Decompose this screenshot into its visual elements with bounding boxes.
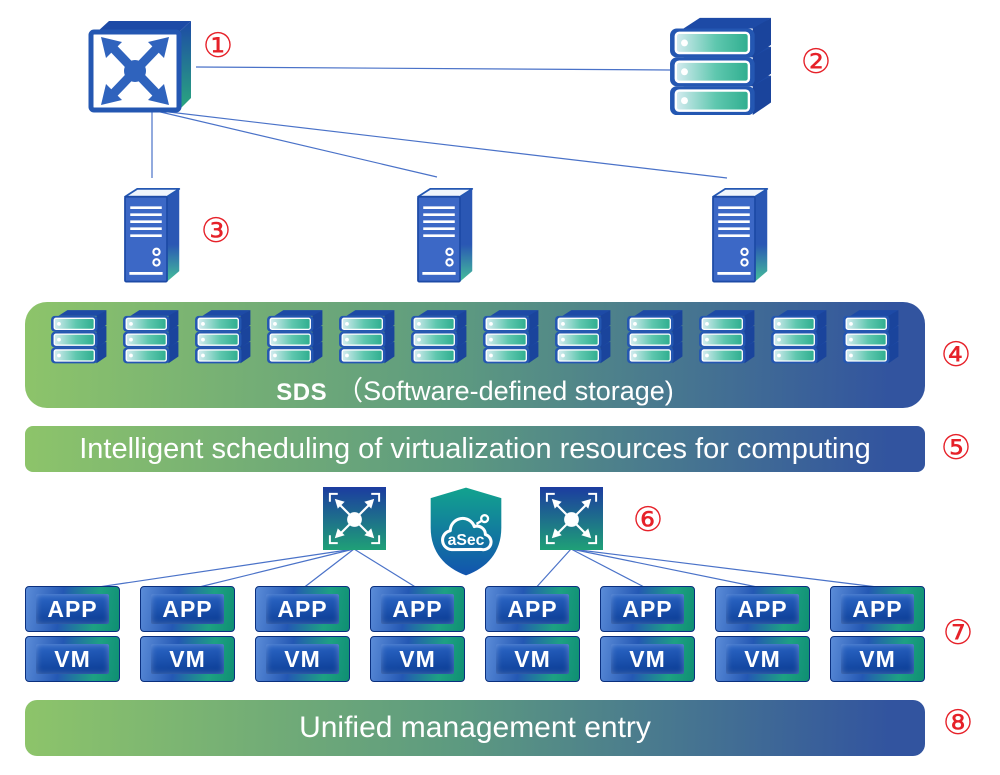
scheduling-banner: Intelligent scheduling of virtualization… xyxy=(25,426,925,472)
connector-line xyxy=(301,548,355,590)
sds-icon-row xyxy=(25,302,925,365)
sds-storage-stack-icon xyxy=(338,309,396,364)
sds-storage-stack-icon xyxy=(50,309,108,364)
connector-line xyxy=(570,548,763,589)
asec-security-shield-icon: aSec xyxy=(430,487,502,576)
server-tower-icon xyxy=(711,187,769,283)
marker-8: ⑧ xyxy=(942,704,974,742)
vm-box: VM xyxy=(255,636,350,682)
server-tower-icon xyxy=(123,187,181,283)
app-box: APP xyxy=(25,586,120,632)
connector-line xyxy=(532,548,572,592)
sds-storage-stack-icon xyxy=(194,309,252,364)
app-vm-stack: APP VM xyxy=(485,586,580,682)
marker-2: ② xyxy=(800,43,832,81)
server-tower-icon xyxy=(416,187,474,283)
app-box: APP xyxy=(255,586,350,632)
marker-6: ⑥ xyxy=(632,501,664,539)
connector-line xyxy=(353,548,418,589)
sds-storage-stack-icon xyxy=(266,309,324,364)
app-box: APP xyxy=(485,586,580,632)
app-vm-stack: APP VM xyxy=(600,586,695,682)
vm-label: VM xyxy=(36,644,109,674)
app-box: APP xyxy=(830,586,925,632)
app-label: APP xyxy=(496,594,569,624)
sds-caption-bold: SDS xyxy=(276,379,328,406)
app-label: APP xyxy=(266,594,339,624)
connector-line xyxy=(71,548,355,592)
vm-label: VM xyxy=(496,644,569,674)
vm-label: VM xyxy=(611,644,684,674)
app-vm-stack: APP VM xyxy=(25,586,120,682)
vm-box: VM xyxy=(600,636,695,682)
sds-banner: SDS （Software-defined storage) xyxy=(25,302,925,408)
connector-line xyxy=(570,548,649,590)
app-vm-stack: APP VM xyxy=(370,586,465,682)
vm-box: VM xyxy=(485,636,580,682)
connector-line xyxy=(195,66,671,71)
app-label: APP xyxy=(841,594,914,624)
sds-caption: SDS （Software-defined storage) xyxy=(25,369,925,408)
vm-label: VM xyxy=(726,644,799,674)
marker-5: ⑤ xyxy=(940,429,972,467)
connector-line xyxy=(186,548,355,591)
sds-storage-stack-icon xyxy=(698,309,756,364)
sds-storage-stack-icon xyxy=(410,309,468,364)
appvm-row: APP VM APP VM APP VM APP VM APP VM APP VM APP VM APP VM xyxy=(25,586,925,682)
app-label: APP xyxy=(151,594,224,624)
app-vm-stack: APP VM xyxy=(140,586,235,682)
app-box: APP xyxy=(600,586,695,632)
marker-3: ③ xyxy=(200,212,232,250)
app-label: APP xyxy=(381,594,454,624)
sds-storage-stack-icon xyxy=(554,309,612,364)
storage-stack-icon xyxy=(668,16,774,116)
sds-caption-rest: （Software-defined storage) xyxy=(336,376,674,406)
app-vm-stack: APP VM xyxy=(255,586,350,682)
vm-label: VM xyxy=(151,644,224,674)
app-vm-stack: APP VM xyxy=(830,586,925,682)
vm-box: VM xyxy=(715,636,810,682)
vm-box: VM xyxy=(370,636,465,682)
app-label: APP xyxy=(726,594,799,624)
app-box: APP xyxy=(715,586,810,632)
management-banner: Unified management entry xyxy=(25,700,925,756)
connector-line xyxy=(151,109,728,179)
vm-label: VM xyxy=(266,644,339,674)
shield-label: aSec xyxy=(448,532,485,549)
marker-4: ④ xyxy=(940,336,972,374)
sds-storage-stack-icon xyxy=(842,309,900,364)
cloud-outline-icon xyxy=(441,516,493,552)
sds-storage-stack-icon xyxy=(626,309,684,364)
virtual-switch-icon xyxy=(323,487,386,550)
connector-line xyxy=(570,548,878,588)
marker-7: ⑦ xyxy=(942,614,974,652)
marker-1: ① xyxy=(202,27,234,65)
sds-storage-stack-icon xyxy=(482,309,540,364)
sds-storage-stack-icon xyxy=(770,309,828,364)
virtual-switch-icon xyxy=(540,487,603,550)
vm-label: VM xyxy=(381,644,454,674)
app-label: APP xyxy=(36,594,109,624)
connector-line xyxy=(151,109,438,178)
vm-label: VM xyxy=(841,644,914,674)
app-box: APP xyxy=(140,586,235,632)
app-vm-stack: APP VM xyxy=(715,586,810,682)
vm-box: VM xyxy=(830,636,925,682)
app-label: APP xyxy=(611,594,684,624)
sds-storage-stack-icon xyxy=(122,309,180,364)
vm-box: VM xyxy=(25,636,120,682)
app-box: APP xyxy=(370,586,465,632)
network-switch-icon xyxy=(87,16,199,114)
vm-box: VM xyxy=(140,636,235,682)
